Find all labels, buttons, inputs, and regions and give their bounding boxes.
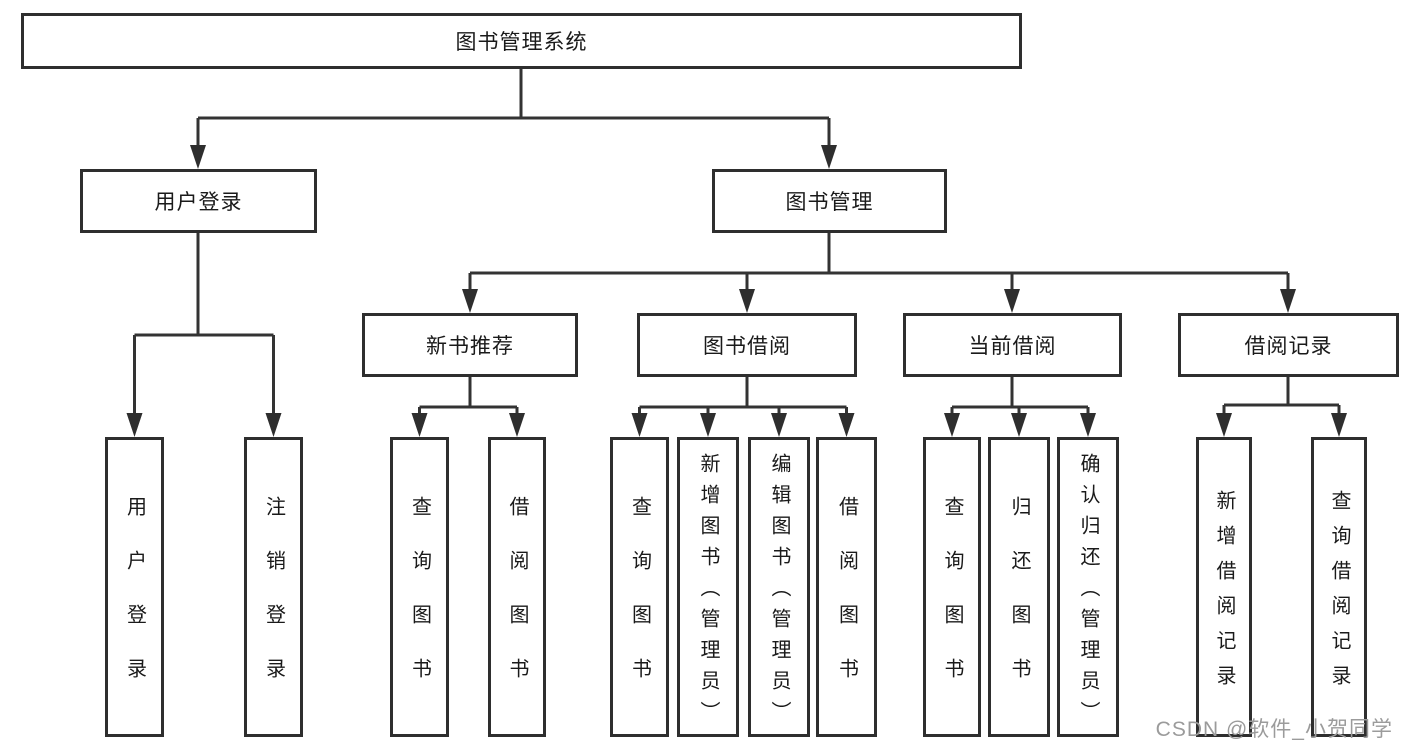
node-label: 归还图书 xyxy=(1008,496,1030,712)
node-label: 查询图书 xyxy=(628,496,651,712)
node-label: 新增借阅记录 xyxy=(1213,489,1235,700)
node-book-management-branch: 图书管理 xyxy=(712,169,947,233)
node-label: 借阅图书 xyxy=(835,496,858,712)
node-label: 新增图书（管理员） xyxy=(697,453,719,732)
node-user-login: 用户登录 xyxy=(105,437,164,737)
node-label: 查询图书 xyxy=(941,496,963,712)
node-label: 用户登录 xyxy=(154,191,243,214)
node-label: 图书管理系统 xyxy=(455,31,588,54)
node-label: 当前借阅 xyxy=(968,335,1057,358)
node-borrow-records: 借阅记录 xyxy=(1178,313,1399,377)
node-label: 查询图书 xyxy=(408,496,431,712)
node-book-borrow: 图书借阅 xyxy=(637,313,857,377)
node-query-borrow-record: 查询借阅记录 xyxy=(1311,437,1367,737)
node-borrow-books-2: 借阅图书 xyxy=(816,437,877,737)
node-add-borrow-record: 新增借阅记录 xyxy=(1196,437,1252,737)
node-label: 借阅图书 xyxy=(506,496,528,712)
node-library-management-system: 图书管理系统 xyxy=(21,13,1022,69)
node-query-books-2: 查询图书 xyxy=(610,437,669,737)
node-logout: 注销登录 xyxy=(244,437,303,737)
node-label: 借阅记录 xyxy=(1244,335,1333,358)
node-add-book-admin: 新增图书（管理员） xyxy=(677,437,739,737)
node-label: 确认归还（管理员） xyxy=(1077,453,1099,732)
node-confirm-return-admin: 确认归还（管理员） xyxy=(1057,437,1119,737)
node-label: 注销登录 xyxy=(262,496,285,712)
node-query-books-3: 查询图书 xyxy=(923,437,981,737)
node-current-borrow: 当前借阅 xyxy=(903,313,1122,377)
node-borrow-books-1: 借阅图书 xyxy=(488,437,546,737)
node-return-books: 归还图书 xyxy=(988,437,1050,737)
node-edit-book-admin: 编辑图书（管理员） xyxy=(748,437,810,737)
node-label: 用户登录 xyxy=(123,496,146,712)
node-label: 新书推荐 xyxy=(426,335,514,358)
node-label: 查询借阅记录 xyxy=(1328,489,1350,700)
node-label: 图书管理 xyxy=(785,191,874,214)
node-new-book-recommend: 新书推荐 xyxy=(362,313,578,377)
node-query-books-1: 查询图书 xyxy=(390,437,449,737)
node-label: 图书借阅 xyxy=(703,335,791,358)
csdn-watermark: CSDN @软件_小贺同学 xyxy=(1155,718,1393,741)
node-user-login-branch: 用户登录 xyxy=(80,169,317,233)
node-label: 编辑图书（管理员） xyxy=(768,453,790,732)
